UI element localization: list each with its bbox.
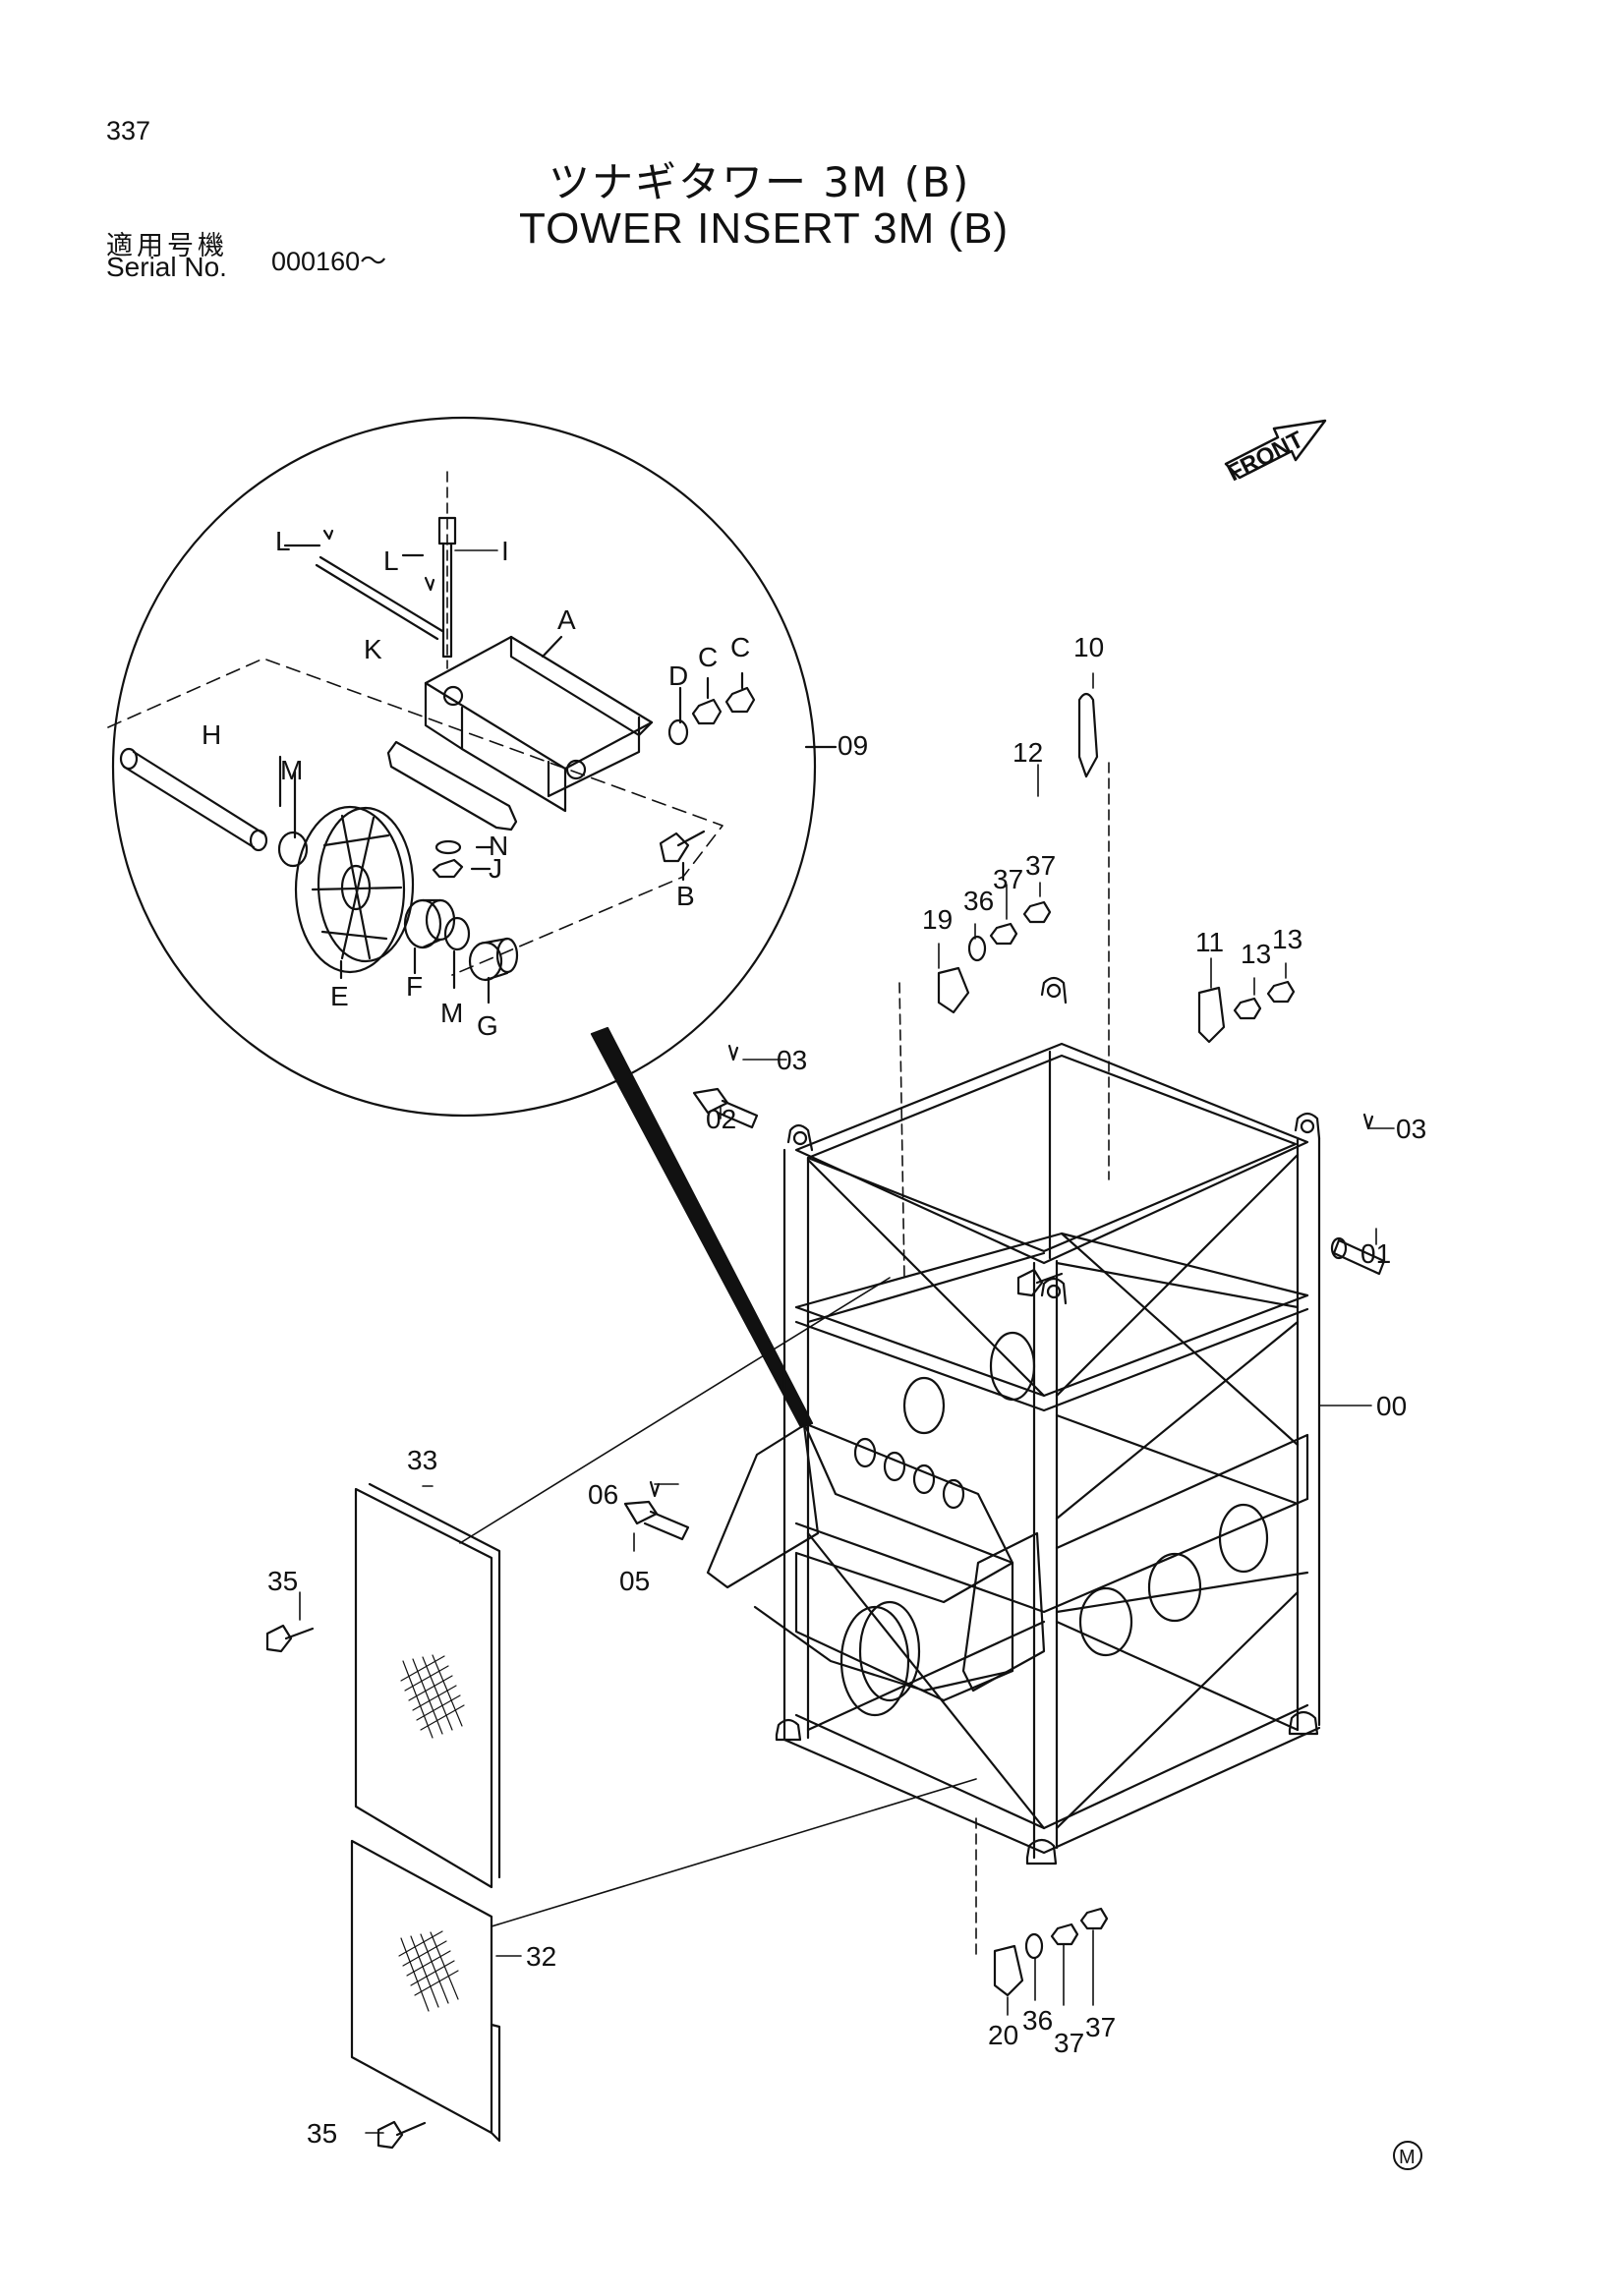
- callout-05: 05: [619, 1566, 650, 1596]
- callout-12: 12: [1012, 737, 1043, 768]
- callout-37: 37: [993, 864, 1023, 894]
- callout-36: 36: [963, 886, 994, 916]
- callout-02: 02: [706, 1104, 736, 1134]
- callout-33: 33: [407, 1445, 437, 1475]
- callout-B: B: [676, 881, 695, 911]
- callout-13: 13: [1272, 924, 1302, 954]
- title-japanese: ツナギタワー 3M (B): [549, 158, 971, 206]
- callout-labels: L L I K A D C C 09 H M N J B E F M G 10 …: [202, 526, 1426, 2149]
- cover-panels: [350, 1482, 501, 2143]
- callout-N: N: [489, 831, 508, 861]
- callout-L: L: [383, 545, 399, 576]
- callout-M: M: [440, 998, 463, 1028]
- callout-01: 01: [1360, 1238, 1391, 1269]
- callout-D: D: [668, 660, 688, 691]
- callout-C: C: [698, 642, 718, 672]
- callout-K: K: [364, 634, 382, 664]
- callout-19: 19: [922, 904, 953, 935]
- footer-mark: M: [1393, 2141, 1422, 2170]
- leader-lines: [299, 672, 1395, 2134]
- callout-37: 37: [1025, 850, 1056, 881]
- footer-mark-letter: M: [1399, 2147, 1416, 2168]
- callout-09: 09: [838, 730, 868, 761]
- detail-circle: [111, 416, 817, 1429]
- front-arrow: FRONT: [1223, 419, 1327, 487]
- callout-F: F: [406, 971, 423, 1002]
- callout-36: 36: [1022, 2005, 1053, 2036]
- page-number: 337: [106, 116, 151, 145]
- callout-11: 11: [1195, 927, 1224, 957]
- callout-L: L: [275, 526, 291, 556]
- callout-35: 35: [307, 2118, 337, 2149]
- serial-label: Serial No.: [106, 252, 227, 282]
- callout-37: 37: [1085, 2012, 1116, 2042]
- callout-C: C: [730, 632, 750, 662]
- callout-03: 03: [1396, 1114, 1426, 1144]
- hardware-parts: [265, 692, 1386, 2150]
- callout-20: 20: [988, 2020, 1018, 2050]
- callout-E: E: [330, 981, 349, 1011]
- callout-A: A: [557, 604, 576, 635]
- callout-I: I: [501, 536, 509, 566]
- callout-13: 13: [1241, 939, 1271, 969]
- callout-35: 35: [267, 1566, 298, 1596]
- callout-37: 37: [1054, 2028, 1084, 2058]
- title-english: TOWER INSERT 3M (B): [519, 204, 1010, 253]
- callout-06: 06: [588, 1479, 618, 1510]
- callout-32: 32: [526, 1941, 556, 1972]
- callout-M: M: [280, 755, 303, 785]
- callout-00: 00: [1376, 1391, 1407, 1421]
- serial-label-japanese: 適用号機: [106, 231, 228, 261]
- detail-parts: [107, 471, 838, 1004]
- callout-G: G: [477, 1010, 498, 1041]
- callout-H: H: [202, 719, 221, 750]
- callout-J: J: [489, 853, 502, 884]
- serial-value: 000160～: [271, 247, 387, 276]
- callout-10: 10: [1073, 632, 1104, 662]
- tower-frame: [706, 976, 1321, 1866]
- callout-03: 03: [777, 1045, 807, 1075]
